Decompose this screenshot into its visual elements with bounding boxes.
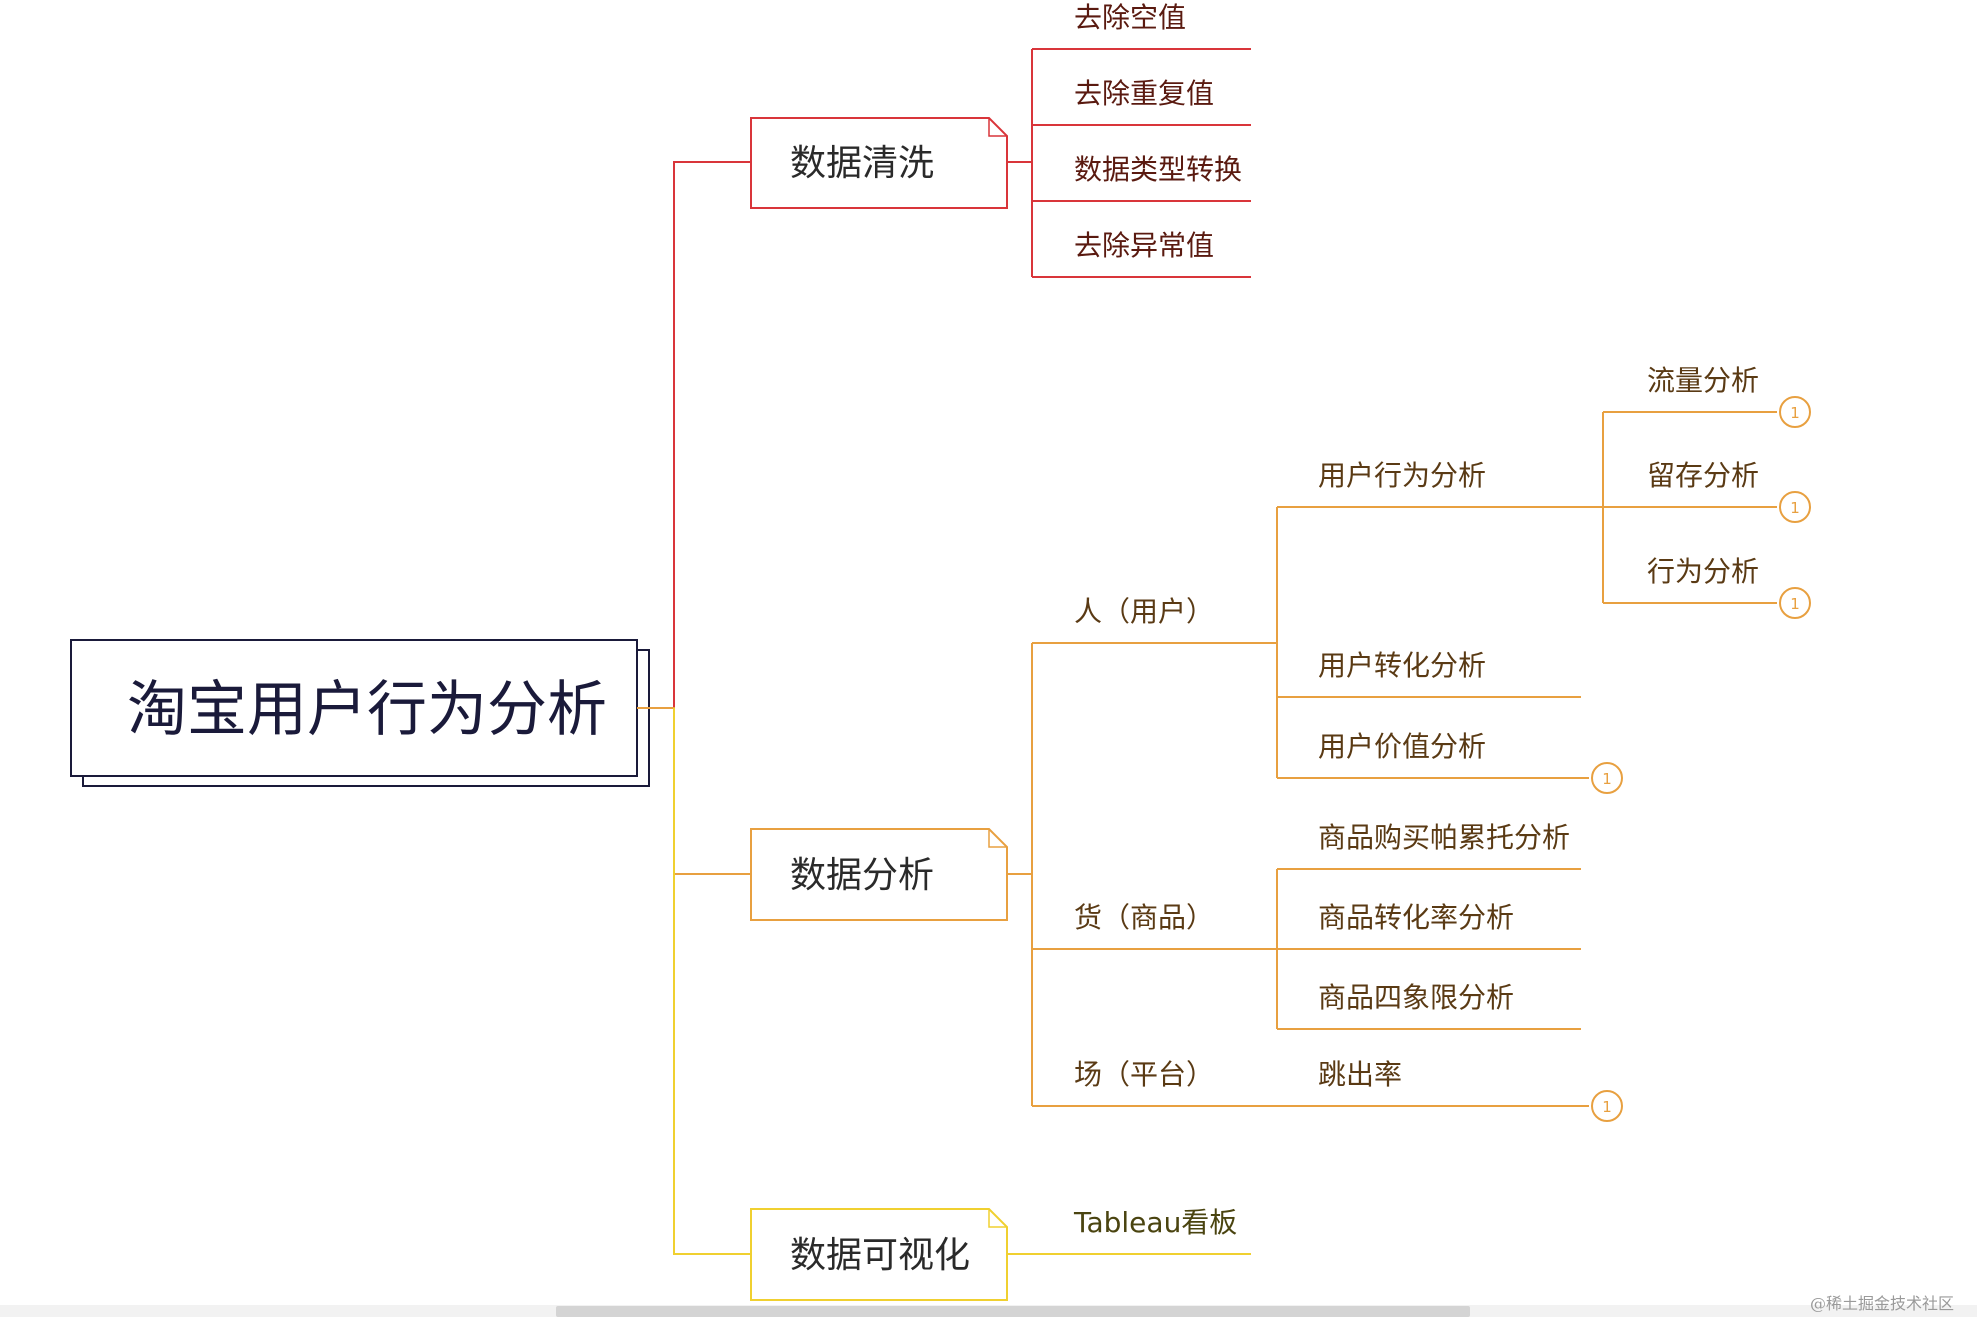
leaf-node[interactable]: 用户价值分析 bbox=[1318, 730, 1487, 763]
leaf-node[interactable]: 用户转化分析 bbox=[1318, 649, 1487, 682]
leaf-node[interactable]: 商品四象限分析 bbox=[1318, 981, 1515, 1014]
leaf-node[interactable]: 数据类型转换 bbox=[1074, 153, 1243, 186]
leaf-node[interactable]: 用户行为分析 bbox=[1318, 459, 1487, 492]
badge-icon[interactable]: 1 bbox=[1591, 762, 1623, 794]
sub-branch-goods[interactable]: 货（商品） bbox=[1074, 901, 1215, 934]
badge-icon[interactable]: 1 bbox=[1779, 491, 1811, 523]
branch-node-visualization[interactable] bbox=[750, 1208, 1008, 1301]
leaf-node[interactable]: 商品购买帕累托分析 bbox=[1318, 821, 1571, 854]
svg-text:1: 1 bbox=[1790, 404, 1800, 422]
branch-label-visualization: 数据可视化 bbox=[790, 1235, 971, 1276]
leaf-node[interactable]: 跳出率 bbox=[1318, 1058, 1403, 1091]
svg-text:1: 1 bbox=[1790, 499, 1800, 517]
watermark: @稀土掘金技术社区 bbox=[1810, 1294, 1955, 1313]
root-node[interactable] bbox=[70, 639, 650, 787]
branch-node-analysis[interactable] bbox=[750, 828, 1008, 921]
badge-icon[interactable]: 1 bbox=[1591, 1090, 1623, 1122]
leaf-node[interactable]: 流量分析 bbox=[1647, 364, 1760, 397]
leaf-node[interactable]: 去除重复值 bbox=[1074, 77, 1215, 110]
leaf-node[interactable]: 留存分析 bbox=[1647, 459, 1760, 492]
leaf-node[interactable]: 行为分析 bbox=[1647, 555, 1760, 588]
badge-icon[interactable]: 1 bbox=[1779, 587, 1811, 619]
sub-branch-platform[interactable]: 场（平台） bbox=[1074, 1058, 1215, 1091]
leaf-node[interactable]: Tableau看板 bbox=[1074, 1206, 1238, 1239]
branch-node-cleaning[interactable] bbox=[750, 117, 1008, 209]
svg-text:1: 1 bbox=[1602, 1098, 1612, 1116]
badge-icon[interactable]: 1 bbox=[1779, 396, 1811, 428]
root-label: 淘宝用户行为分析 bbox=[127, 675, 607, 745]
sub-branch-user[interactable]: 人（用户） bbox=[1074, 595, 1215, 628]
svg-text:1: 1 bbox=[1602, 770, 1612, 788]
branch-label-cleaning: 数据清洗 bbox=[790, 143, 935, 184]
leaf-node[interactable]: 去除异常值 bbox=[1074, 229, 1215, 262]
leaf-node[interactable]: 去除空值 bbox=[1074, 1, 1187, 34]
leaf-node[interactable]: 商品转化率分析 bbox=[1318, 901, 1515, 934]
svg-text:1: 1 bbox=[1790, 595, 1800, 613]
branch-label-analysis: 数据分析 bbox=[790, 855, 935, 896]
scrollbar-thumb[interactable] bbox=[556, 1306, 1470, 1317]
